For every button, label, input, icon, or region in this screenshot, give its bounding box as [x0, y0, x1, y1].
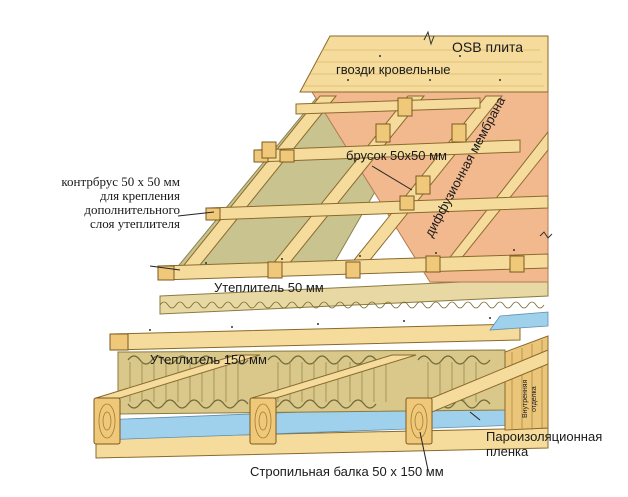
label-osb: OSB плита: [452, 39, 523, 55]
rafter-3: [405, 349, 549, 445]
label-insulation-50: Утеплитель 50 мм: [214, 280, 324, 295]
batten-end-h: [267, 261, 283, 279]
batten-end-j: [261, 141, 277, 159]
batten-end-k: [279, 149, 295, 163]
label-batten: брусок 50х50 мм: [346, 148, 447, 163]
break-mark-right: [539, 231, 553, 239]
rafter-2: [249, 354, 417, 445]
rafter-1: [93, 354, 261, 445]
batten-end-c: [451, 123, 467, 143]
batten-end-g: [509, 255, 525, 273]
lower-assembly: [93, 335, 549, 459]
vapor-strip-right: [489, 311, 549, 331]
osb-texture: [304, 49, 544, 87]
insulation-50-board: [159, 277, 549, 315]
batten-row-2: [205, 195, 549, 221]
batten-row-4: [295, 97, 481, 115]
lower-crossbar: [109, 323, 521, 351]
label-vapor-1: Пароизоляционная: [486, 429, 602, 444]
batten-end-a: [397, 97, 413, 117]
break-mark-top: [423, 30, 435, 46]
insulation-wave-top: [127, 355, 491, 365]
label-counter-batten-4: слоя утеплителя: [90, 216, 180, 231]
upper-assembly: [149, 30, 553, 331]
label-vapor-2: пленка: [486, 444, 529, 459]
batten-end-d: [415, 175, 431, 195]
inner-lining-grain: [511, 340, 543, 430]
label-inner-lining-1: Внутренняя: [522, 379, 529, 418]
nail-dots: [149, 55, 515, 331]
batten-end-e: [399, 195, 415, 211]
batten-end-b: [375, 123, 391, 143]
label-nails: гвозди кровельные: [336, 62, 451, 77]
label-counter-batten-1: контрбрус 50 х 50 мм: [61, 174, 180, 189]
label-counter-batten-2: для крепления: [100, 188, 180, 203]
label-inner-lining-2: отделка: [531, 386, 538, 412]
label-insulation-150: Утеплитель 150 мм: [150, 352, 267, 367]
label-counter-batten-3: дополнительного: [84, 202, 180, 217]
label-rafter: Стропильная балка 50 х 150 мм: [250, 464, 444, 479]
middle-assembly: [159, 277, 549, 331]
batten-end-f: [425, 255, 441, 273]
leader-lines: [149, 165, 481, 471]
insulation-50-edge-pattern: [159, 301, 545, 309]
batten-end-i: [345, 261, 361, 279]
